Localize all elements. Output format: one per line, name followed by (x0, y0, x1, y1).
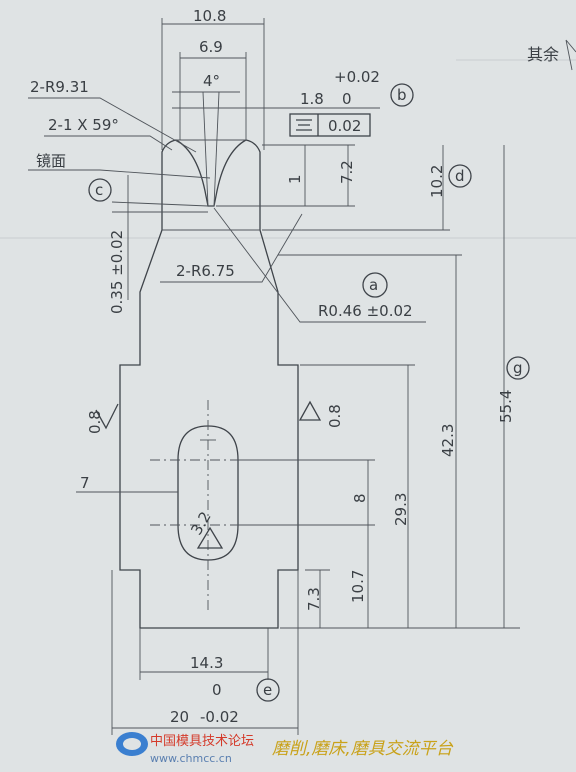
watermark: 中国模具技术论坛 www.chmcc.cn 磨削,磨床,磨具交流平台 (116, 732, 454, 765)
symmetry-value: 0.02 (328, 117, 361, 135)
roughness-symbol-left (95, 403, 119, 430)
angle-leg-right (213, 91, 220, 207)
dim-0-35: 0.35 ±0.02 (108, 230, 126, 314)
leader-radius-9-31 (28, 97, 197, 153)
roughness-symbol-slot (196, 526, 224, 549)
leader-radius-0-46 (213, 207, 426, 323)
dim-20-upper: 0 (212, 681, 222, 699)
symmetry-icon (296, 119, 312, 131)
label-radius-6-75: 2-R6.75 (176, 262, 235, 280)
part-outline (119, 139, 299, 629)
callout-b-circle (390, 83, 414, 107)
dim-slot-8: 8 (351, 493, 369, 503)
dim-slot-7: 7 (80, 474, 90, 492)
label-radius-0-46: R0.46 ±0.02 (318, 302, 413, 320)
callout-e-circle (256, 678, 280, 702)
tol-upper: +0.02 (334, 68, 380, 86)
callout-d: d (455, 167, 465, 185)
label-mirror-surface: 镜面 (36, 152, 66, 170)
leader-chamfer (44, 135, 173, 151)
angle-leg-left (202, 91, 209, 207)
roughness-symbol-corner (565, 39, 576, 71)
watermark-site: 中国模具技术论坛 (150, 734, 254, 749)
dim-7-3: 7.3 (305, 587, 323, 611)
label-chamfer: 2-1 X 59° (48, 116, 119, 134)
dim-20-lower: -0.02 (200, 708, 239, 726)
roughness-symbol-right (298, 400, 322, 421)
dim-20-base: 20 (170, 708, 189, 726)
callout-c: c (95, 181, 103, 199)
callout-e: e (263, 681, 272, 699)
callout-d-circle (448, 164, 472, 188)
leader-mirror (28, 169, 211, 179)
tol-lower: 0 (342, 90, 352, 108)
callout-a: a (369, 276, 378, 294)
dim-7-2: 7.2 (338, 160, 356, 184)
watermark-url: www.chmcc.cn (150, 752, 232, 765)
dim-29-3: 29.3 (392, 493, 410, 526)
dim-angle-4: 4° (203, 72, 220, 90)
roughness-right-value: 0.8 (326, 404, 344, 428)
label-radius-9-31: 2-R9.31 (30, 78, 89, 96)
roughness-slot-value: 3.2 (187, 508, 215, 538)
tol-base-1-8: 1.8 (300, 90, 324, 108)
callout-c-circle (88, 178, 112, 202)
leader-radius-6-75 (160, 213, 303, 283)
other-surfaces-note: 其余 (527, 45, 559, 64)
dim-42-3: 42.3 (439, 424, 457, 457)
callout-g-circle (506, 356, 530, 380)
dim-6-9: 6.9 (199, 38, 223, 56)
dim-10-2: 10.2 (428, 165, 446, 198)
dim-14-3: 14.3 (190, 654, 223, 672)
symmetry-tolerance-frame (289, 113, 371, 137)
callout-b: b (397, 86, 407, 104)
watermark-slogan: 磨削,磨床,磨具交流平台 (272, 739, 454, 759)
callout-a-circle (362, 272, 388, 298)
dim-10-7: 10.7 (349, 570, 367, 603)
extension-line (111, 201, 209, 207)
roughness-left-value: 0.8 (86, 410, 104, 434)
callout-g: g (513, 359, 523, 377)
dim-10-8: 10.8 (193, 7, 226, 25)
dim-1: 1 (286, 174, 304, 184)
watermark-logo-ring (123, 738, 141, 750)
dim-55-4: 55.4 (497, 390, 515, 423)
